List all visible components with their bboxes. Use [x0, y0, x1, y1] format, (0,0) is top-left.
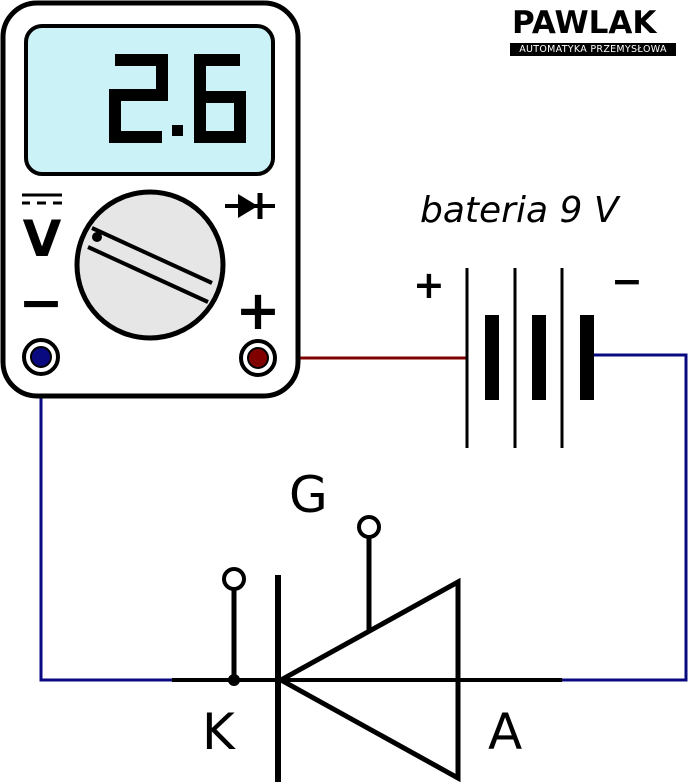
battery-plate-4: [532, 315, 546, 400]
battery-plus-sign: +: [413, 263, 445, 307]
rotary-dial[interactable]: [74, 189, 226, 341]
dial-knob[interactable]: [74, 189, 226, 341]
dc-voltage-icon: V: [22, 193, 62, 268]
multimeter-reading: [109, 54, 246, 143]
multimeter: V − +: [0, 0, 301, 399]
wire-battery-minus-to-anode: [562, 353, 688, 682]
dial-pointer-bottom: [87, 245, 209, 304]
gate-terminal: [357, 515, 381, 539]
thyristor-symbol: [172, 515, 562, 783]
diode-symbol-icon: [225, 193, 275, 219]
decimal-point: [172, 125, 183, 136]
brand-logo-tagline: AUTOMATYKA PRZEMYSŁOWA: [510, 43, 676, 56]
dc-voltage-label: V: [23, 210, 62, 268]
anode-label: A: [488, 703, 523, 761]
brand-logo-text: PAWLAK: [512, 5, 657, 41]
com-jack[interactable]: [22, 338, 60, 376]
thyristor-triangle: [275, 577, 461, 783]
battery-plate-6: [580, 315, 594, 400]
battery-plate-2: [485, 315, 499, 400]
gate-label: G: [289, 466, 328, 524]
digit-six: [194, 54, 246, 143]
battery-minus-sign: −: [611, 259, 643, 303]
battery-label: bateria 9 V: [420, 190, 619, 231]
battery-symbol: [465, 268, 594, 448]
dial-pointer-top: [91, 226, 213, 285]
com-minus-label: −: [18, 271, 63, 334]
digit-two: [109, 54, 168, 143]
v-jack[interactable]: [239, 339, 277, 377]
v-plus-label: +: [235, 279, 280, 342]
cathode-label: K: [202, 703, 235, 761]
wire-com-to-cathode: [39, 355, 172, 682]
cathode-probe-terminal: [222, 567, 246, 591]
dial-indicator-dot: [92, 232, 102, 242]
cathode-junction-dot: [228, 674, 240, 686]
